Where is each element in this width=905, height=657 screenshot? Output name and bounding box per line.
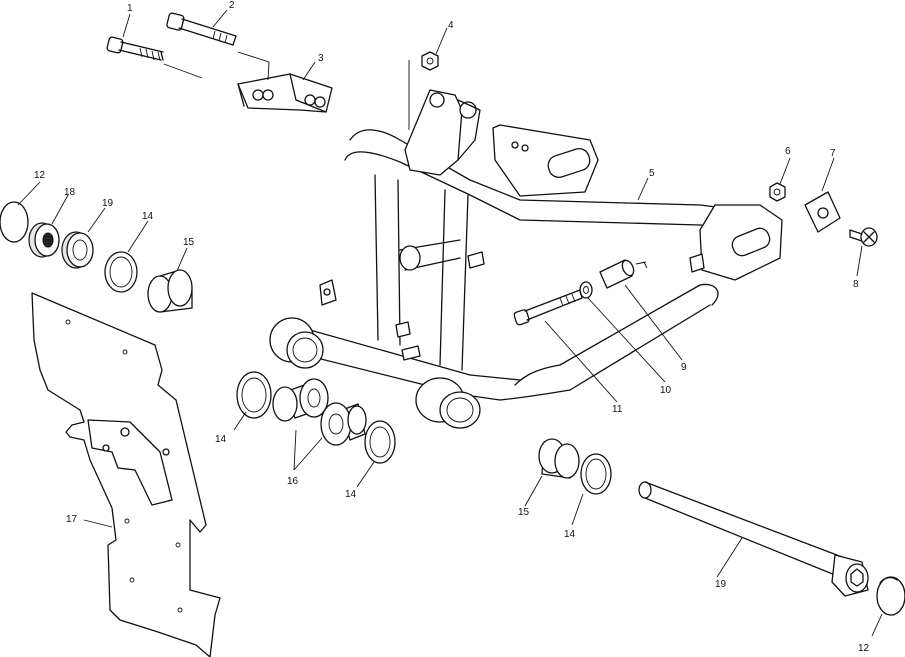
part-18-bearing	[28, 222, 60, 258]
part-19-bushing-left	[61, 231, 94, 269]
part-14-washer-left	[104, 251, 138, 293]
callout-11: 11	[612, 404, 623, 415]
part-17-mudguard	[31, 292, 221, 657]
callout-5: 5	[649, 168, 655, 179]
part-14-washer-mid2	[364, 420, 396, 464]
part-1-bolt	[106, 36, 164, 61]
callout-2: 2	[229, 0, 235, 11]
callout-15-left: 15	[183, 237, 195, 248]
part-14-washer-right	[580, 453, 612, 495]
part-15-spacer-left	[147, 269, 193, 313]
callout-9: 9	[681, 362, 687, 373]
callout-labels: 1 2 3 4 5 6 7 8 9 10 11 12 12 14 14 14 1…	[34, 0, 870, 654]
callout-14-left: 14	[142, 211, 154, 222]
callout-16: 16	[287, 476, 299, 487]
callout-14-mid2: 14	[345, 489, 357, 500]
part-3-clamp	[237, 73, 333, 113]
callout-12-right: 12	[858, 643, 870, 654]
callout-17: 17	[66, 514, 78, 525]
callout-3: 3	[318, 53, 324, 64]
callout-14-mid: 14	[215, 434, 227, 445]
leader-lines	[17, 9, 883, 637]
part-12-cap-left	[0, 201, 29, 243]
part-2-bolt	[166, 12, 237, 46]
part-9-spacer	[599, 259, 635, 289]
callout-14-right: 14	[564, 529, 576, 540]
part-12-cap-right	[876, 576, 905, 616]
part-11-bolt	[513, 289, 583, 326]
callout-19-left: 19	[102, 198, 114, 209]
part-5-swingarm-frame	[269, 89, 783, 429]
callout-1: 1	[127, 3, 133, 14]
part-16-bushing-pair	[272, 378, 367, 446]
part-7-clip	[804, 191, 841, 233]
callout-10: 10	[660, 385, 672, 396]
callout-15-right: 15	[518, 507, 530, 518]
callout-18: 18	[64, 187, 76, 198]
callout-12-left: 12	[34, 170, 46, 181]
part-15-spacer-right	[538, 438, 580, 479]
part-8-screw	[849, 227, 878, 247]
part-19-pivot-shaft	[638, 481, 869, 597]
callout-8: 8	[853, 279, 859, 290]
callout-7: 7	[830, 148, 836, 159]
part-14-washer-mid	[236, 371, 272, 419]
part-6-nut	[769, 182, 786, 202]
callout-4: 4	[448, 20, 454, 31]
callout-19-right: 19	[715, 579, 727, 590]
part-4-nut	[421, 51, 439, 71]
callout-6: 6	[785, 146, 791, 157]
